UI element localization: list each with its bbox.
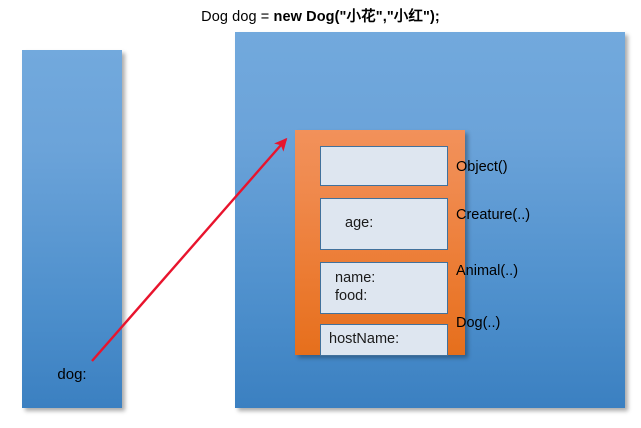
code-statement-prefix: Dog dog = <box>201 9 274 25</box>
field-name: name: <box>335 270 376 287</box>
class-label-object: Object() <box>456 159 508 175</box>
field-box-dog: hostName: <box>320 324 448 356</box>
field-box-object <box>320 146 448 186</box>
field-name: food: <box>335 288 368 304</box>
field-box-animal: name: food: <box>320 262 448 314</box>
stack-panel <box>22 50 122 408</box>
class-label-animal: Animal(..) <box>456 263 519 279</box>
field-name: hostName: <box>329 331 400 348</box>
object-box: age: name: food: hostName: <box>295 130 465 356</box>
class-label-creature: Creature(..) <box>456 207 531 223</box>
code-statement-title: Dog dog = new Dog("小花","小红"); <box>0 5 641 26</box>
code-statement-emphasis: new Dog("小花","小红"); <box>273 9 440 25</box>
field-box-creature: age: <box>320 198 448 250</box>
stack-variable-label: dog: <box>57 366 87 383</box>
class-label-dog: Dog(..) <box>456 315 501 331</box>
field-name: age: <box>345 215 374 232</box>
